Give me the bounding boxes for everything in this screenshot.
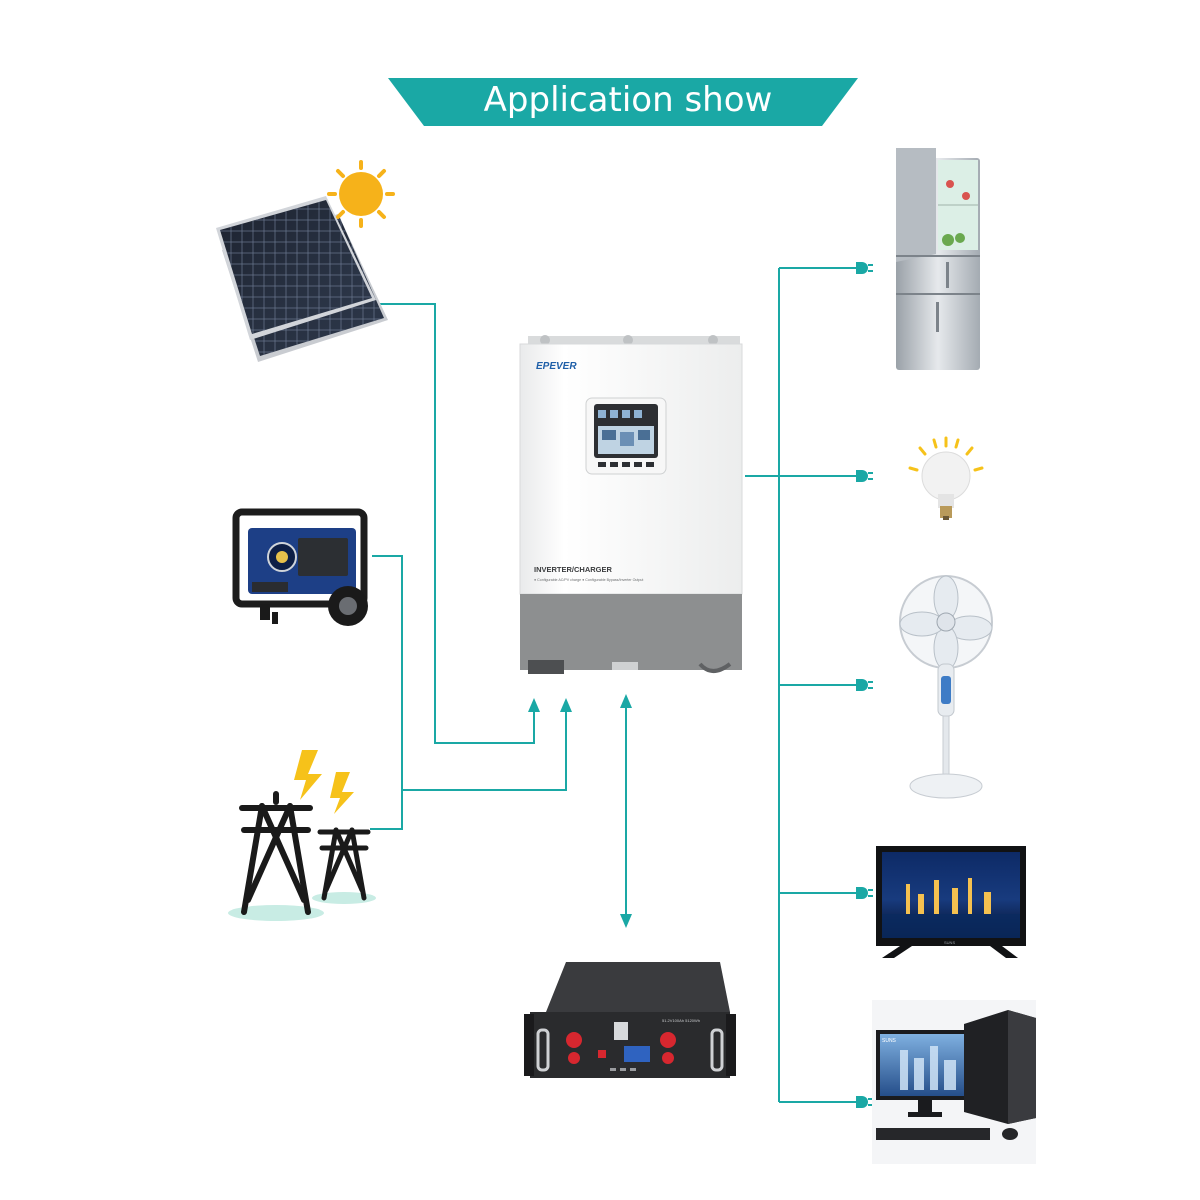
battery-model-text: 51.2V100Ah 5120Wh	[662, 1018, 700, 1023]
refrigerator-icon	[896, 148, 980, 370]
grid-line	[402, 708, 567, 791]
generator-line	[370, 555, 403, 830]
double-arrow-icon	[620, 914, 632, 928]
lightning-icon	[294, 750, 354, 814]
inverter-label: INVERTER/CHARGER	[534, 565, 613, 574]
solar-panel-icon	[216, 196, 388, 362]
plug-icons	[856, 262, 873, 1108]
plug-icon	[856, 679, 873, 691]
arrow-up-icon	[528, 698, 540, 712]
plug-icon	[856, 470, 873, 482]
plug-icon	[856, 1096, 873, 1108]
tv-brand: SUNS	[944, 940, 955, 945]
light-bulb-icon	[908, 436, 984, 520]
inverter-brand: EPEVER	[536, 361, 577, 372]
plug-icon	[856, 887, 873, 899]
banner-shape	[388, 78, 858, 126]
generator-icon	[232, 508, 368, 626]
solar-line	[370, 303, 535, 744]
power-grid-tower-icon	[228, 791, 376, 921]
desktop-computer-icon: SUNS	[872, 1000, 1036, 1164]
plug-icon	[856, 262, 873, 274]
battery-rack: 51.2V100Ah 5120Wh	[524, 962, 736, 1078]
battery-display	[624, 1046, 650, 1062]
title-banner: Application show	[388, 78, 858, 126]
inverter-buttons	[598, 462, 654, 467]
sun-icon	[327, 160, 395, 228]
television-icon: SUNS	[876, 846, 1026, 958]
connection-lines	[370, 267, 856, 1103]
inverter-charger: EPEVER INVERTER/CHARGER ● Configurable A…	[519, 335, 743, 674]
arrows	[528, 694, 632, 928]
pc-brand: SUNS	[882, 1038, 897, 1044]
standing-fan-icon	[899, 575, 993, 799]
double-arrow-icon	[620, 694, 632, 708]
arrow-up-icon	[560, 698, 572, 712]
banner-title: Application show	[484, 80, 773, 120]
inverter-features: ● Configurable AC/PV charge ● Configurab…	[534, 578, 643, 582]
